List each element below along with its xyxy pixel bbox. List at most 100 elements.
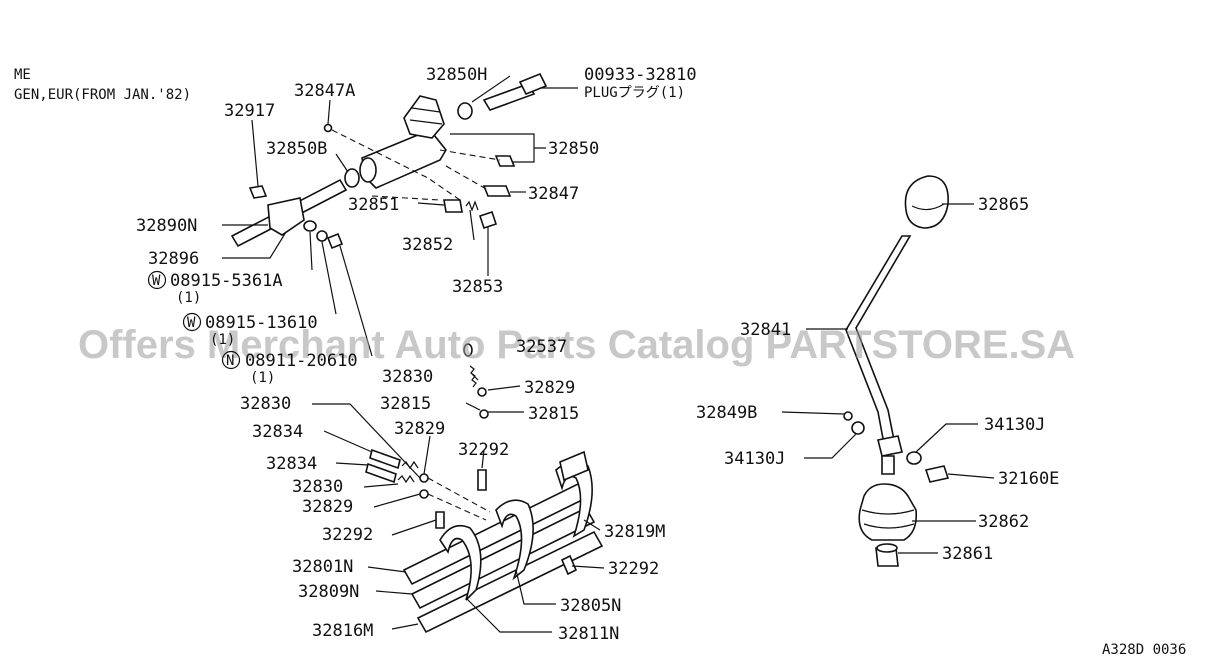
lever-snap-ring — [843, 411, 853, 421]
shift-lever-assembly — [843, 175, 950, 567]
check-cap-32537 — [463, 343, 473, 357]
shift-rail-assembly — [365, 343, 604, 634]
housing-bore — [359, 157, 377, 183]
shift-fork-2 — [495, 499, 534, 581]
housing-dome — [403, 95, 445, 139]
washer-5361 — [303, 220, 317, 232]
nut-20610 — [326, 232, 344, 250]
label-32896: 32896 — [148, 249, 199, 269]
label-32160E: 32160E — [998, 469, 1059, 489]
label-32811N: 32811N — [558, 624, 619, 644]
shift-rod-bracket — [267, 197, 305, 236]
qty-08915-5361A: (1) — [176, 290, 201, 306]
check-plunger — [443, 199, 463, 213]
lever-bushing-left — [851, 421, 865, 435]
pin-32292-b — [435, 511, 445, 529]
region-note: GEN,EUR(FROM JAN.'82) — [14, 87, 191, 103]
label-34130J-b: 34130J — [724, 449, 785, 469]
washer-symbol — [147, 270, 167, 290]
label-32917: 32917 — [224, 101, 275, 121]
label-32816M: 32816M — [312, 621, 373, 641]
label-32865: 32865 — [978, 195, 1029, 215]
label-32830-b: 32830 — [240, 394, 291, 414]
label-32292-c: 32292 — [608, 559, 659, 579]
control-housing — [361, 129, 447, 189]
label-34130J-a: 34130J — [984, 415, 1045, 435]
plug-note: PLUGプラグ(1) — [584, 85, 685, 101]
striking-rod-assembly — [230, 72, 548, 250]
label-32862: 32862 — [978, 512, 1029, 532]
washer-symbol — [182, 312, 202, 332]
spring-32830-c — [397, 474, 415, 484]
label-32805N: 32805N — [560, 596, 621, 616]
label-32852: 32852 — [402, 235, 453, 255]
label-32847A: 32847A — [294, 81, 355, 101]
washer-callout-13610: W 08915-13610 (1) — [182, 312, 318, 348]
label-32853: 32853 — [452, 277, 503, 297]
lever-pivot — [877, 435, 903, 457]
shift-fork-1 — [439, 524, 482, 601]
lever-bolt — [924, 465, 950, 483]
label-32809N: 32809N — [298, 582, 359, 602]
label-32829-c: 32829 — [302, 497, 353, 517]
housing-plug — [482, 83, 536, 111]
label-08915-13610: 08915-13610 — [205, 313, 318, 333]
label-32834-b: 32834 — [266, 454, 317, 474]
label-32847: 32847 — [528, 184, 579, 204]
check-spring-32830 — [469, 365, 477, 388]
label-32850: 32850 — [548, 139, 599, 159]
svg-text:N: N — [226, 353, 234, 369]
svg-text:W: W — [187, 315, 196, 331]
label-08915-5361A: 08915-5361A — [170, 271, 283, 291]
pin-32292-c — [560, 554, 578, 576]
rod-seal — [344, 168, 360, 188]
ball-32829-b — [419, 473, 429, 483]
housing-pin — [482, 185, 512, 197]
nut-callout-20610: N 08911-20610 (1) — [221, 350, 358, 386]
label-32829-a: 32829 — [524, 378, 575, 398]
part-labels: 32850H 00933-32810 PLUGプラグ(1) 32847A 329… — [136, 65, 1059, 644]
housing-ring — [457, 102, 473, 120]
label-08911-20610: 08911-20610 — [245, 351, 358, 371]
shift-knob — [904, 175, 949, 229]
label-32850B: 32850B — [266, 139, 327, 159]
check-ball-32815 — [479, 409, 489, 419]
label-32850H: 32850H — [426, 65, 487, 85]
label-32537: 32537 — [516, 337, 567, 357]
check-ball-32829 — [477, 387, 487, 397]
retainer-clip — [323, 123, 333, 133]
lever-stub — [881, 455, 895, 475]
check-plug — [478, 210, 498, 230]
label-32851: 32851 — [348, 195, 399, 215]
label-32849B: 32849B — [696, 403, 757, 423]
check-spring — [465, 200, 479, 212]
bolt-32834-b — [365, 462, 397, 484]
label-32292-a: 32292 — [458, 440, 509, 460]
label-32830-c: 32830 — [292, 477, 343, 497]
watermark: Offers Merchant Auto Parts Catalog PARTS… — [78, 323, 1075, 367]
rail-3 — [416, 530, 604, 634]
label-32830-a: 32830 — [382, 367, 433, 387]
label-32829-b: 32829 — [394, 419, 445, 439]
qty-08911-20610: (1) — [250, 370, 275, 386]
label-32890N: 32890N — [136, 216, 197, 236]
svg-text:W: W — [152, 273, 161, 289]
label-32815-b: 32815 — [528, 404, 579, 424]
washer-13610 — [316, 230, 328, 242]
label-32841: 32841 — [740, 320, 791, 340]
fork-bracket — [559, 450, 589, 482]
washer-callout-5361A: W 08915-5361A (1) — [147, 270, 283, 306]
label-32819M: 32819M — [604, 522, 665, 542]
nut-symbol — [221, 350, 241, 370]
diagram-id: A328D 0036 — [1102, 642, 1186, 658]
qty-08915-13610: (1) — [210, 332, 235, 348]
model-note: ME — [14, 67, 31, 83]
pin-32292-a — [477, 469, 487, 491]
striking-pin — [248, 185, 268, 199]
label-32292-b: 32292 — [322, 525, 373, 545]
label-32815-a: 32815 — [380, 394, 431, 414]
bolt-32834-a — [369, 448, 401, 470]
lever-bushing-right — [906, 451, 922, 465]
